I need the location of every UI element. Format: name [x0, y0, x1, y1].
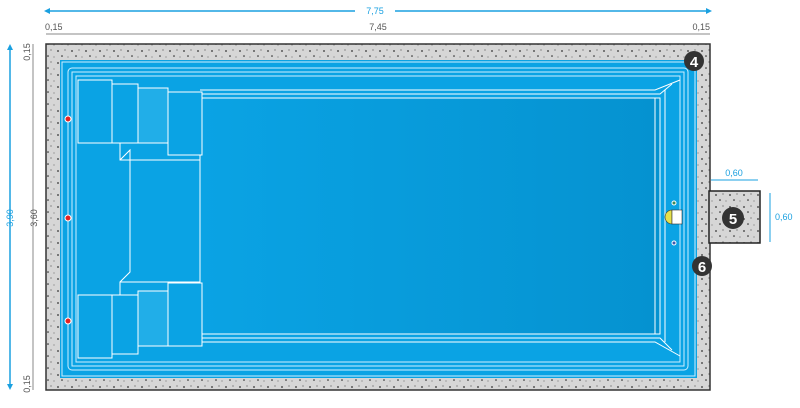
badge-5: [722, 207, 744, 229]
badge-4: [684, 51, 704, 71]
wall-bottom-label: 0,15: [22, 375, 32, 393]
jet-icon: [64, 214, 72, 222]
wall-left-label: 0,15: [45, 22, 63, 32]
total-length-label: 7,75: [366, 6, 384, 16]
jet-icon: [64, 317, 72, 325]
svg-text:4: 4: [690, 54, 699, 71]
pool-light-icon: [664, 200, 683, 246]
steps-top: [77, 79, 203, 283]
badge-6: [692, 256, 712, 276]
steps-bottom: [77, 281, 203, 359]
svg-text:5: 5: [729, 211, 737, 228]
box-height-label: 0,60: [775, 212, 793, 222]
wall-top-label: 0,15: [22, 43, 32, 61]
total-width-label: 3,90: [5, 209, 15, 227]
wall-right-label: 0,15: [692, 22, 710, 32]
inner-length-label: 7,45: [369, 22, 387, 32]
top-dimension: 7,75 0,15 7,45 0,15: [44, 6, 712, 35]
left-dimension: 3,90 0,15 3,60 0,15: [5, 43, 39, 393]
inner-width-label: 3,60: [29, 209, 39, 227]
pool-floor: [199, 97, 661, 335]
svg-text:6: 6: [698, 259, 706, 276]
box-width-label: 0,60: [725, 168, 743, 178]
jet-icon: [64, 115, 72, 123]
